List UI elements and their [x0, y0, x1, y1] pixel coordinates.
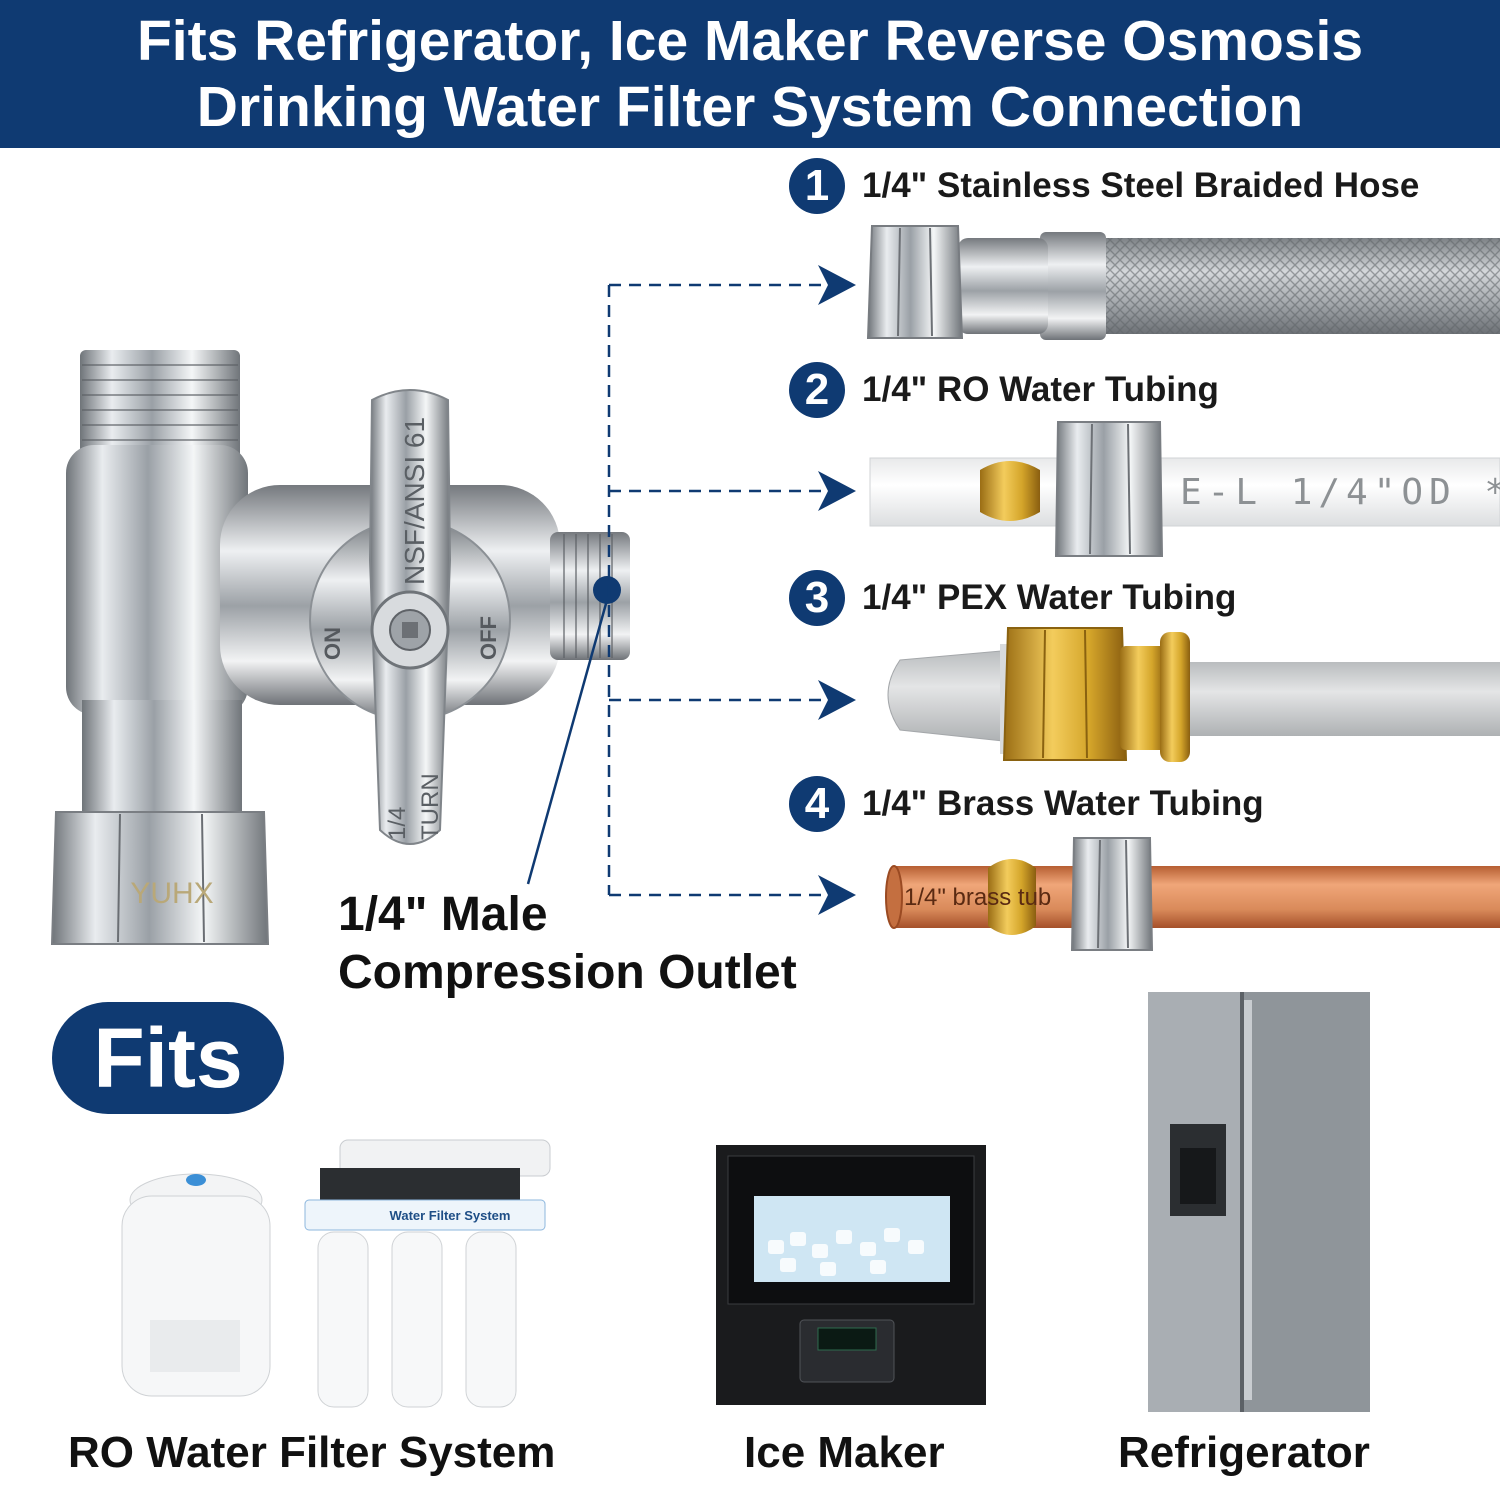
ro-tube-print: E-L 1/4"OD *	[1180, 472, 1500, 513]
fits-label-ro-system: RO Water Filter System	[68, 1428, 556, 1477]
outlet-label-line-1: 1/4" Male	[338, 888, 548, 941]
fits-badge: Fits	[52, 1002, 284, 1114]
option-label-2: 1/4" RO Water Tubing	[862, 370, 1219, 409]
header-title-line-2: Drinking Water Filter System Connection	[196, 75, 1304, 139]
header-banner: Fits Refrigerator, Ice Maker Reverse Osm…	[0, 0, 1500, 148]
refrigerator-image	[1148, 992, 1370, 1412]
option-label-3: 1/4" PEX Water Tubing	[862, 578, 1237, 617]
valve-turn-text-2: TURN	[417, 773, 444, 840]
pex-tubing-image	[887, 627, 1500, 762]
braided-hose-image	[866, 225, 1500, 340]
outlet-label-line-2: Compression Outlet	[338, 946, 797, 999]
outlet-marker	[593, 576, 621, 604]
arrow-icon-1	[818, 265, 856, 305]
connection-illustration: NSF/ANSI 61 1/4 TURN ON OFF YUHX E-L	[50, 225, 1500, 951]
outlet-label: 1/4" Male Compression Outlet	[338, 886, 797, 1002]
option-number-3: 3	[789, 570, 845, 626]
ro-storage-tank-image	[121, 1173, 271, 1397]
connector-arrows	[818, 265, 856, 915]
brass-tubing-image	[885, 837, 1500, 951]
option-label-4: 1/4" Brass Water Tubing	[862, 784, 1264, 823]
arrow-icon-4	[818, 875, 856, 915]
ro-unit-label: Water Filter System	[390, 1208, 511, 1223]
option-number-4: 4	[789, 776, 845, 832]
valve-on-text: ON	[320, 627, 345, 660]
ro-tubing-image	[869, 421, 1500, 557]
ice-maker-image	[716, 1145, 986, 1405]
angle-stop-valve	[50, 350, 630, 945]
brass-tube-print: 1/4" brass tub	[904, 884, 1051, 911]
arrow-icon-3	[818, 680, 856, 720]
option-number-2: 2	[789, 362, 845, 418]
ro-filter-unit-image	[304, 1139, 551, 1408]
brand-mark: YUHX	[130, 877, 213, 910]
option-label-1: 1/4" Stainless Steel Braided Hose	[862, 166, 1420, 205]
fits-label-refrigerator: Refrigerator	[1118, 1428, 1370, 1477]
valve-turn-text-1: 1/4	[384, 807, 411, 840]
arrow-icon-2	[818, 471, 856, 511]
valve-off-text: OFF	[476, 616, 501, 660]
outlet-pointer-line	[526, 599, 609, 885]
dashed-connectors	[607, 283, 830, 897]
valve-handle-text: NSF/ANSI 61	[399, 417, 430, 585]
option-number-1: 1	[789, 158, 845, 214]
fits-label-ice-maker: Ice Maker	[744, 1428, 945, 1477]
header-title-line-1: Fits Refrigerator, Ice Maker Reverse Osm…	[136, 9, 1364, 73]
appliances-illustration: Water Filter System	[121, 992, 1370, 1412]
